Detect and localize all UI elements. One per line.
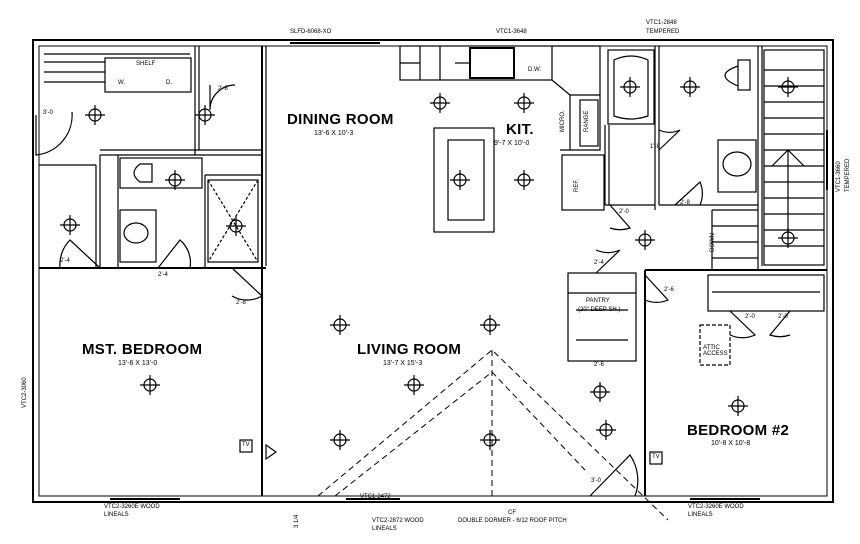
label-dishwasher: D.W. [528,67,541,73]
room-dim-kitchen: 9'-7 X 10'-0 [494,140,530,147]
label-pantry: PANTRY [586,298,610,304]
bath2-vanity [717,139,757,193]
pantry-box [567,272,637,362]
window-label: VTC1-2472 [360,494,391,500]
label-attic: ATTIC ACCESS [703,345,728,357]
window-label: VTC1-3648 [496,29,527,35]
dormer-outline [317,349,669,521]
window-label: VTC2-3260E WOOD [688,504,744,510]
ceiling-light-icon [514,170,534,190]
tv-outlet-label: TV [242,442,250,448]
room-dim-dining: 13'-6 X 10'-3 [314,130,354,137]
room-name-kitchen: KIT. [506,121,534,138]
side-note-label: 3 1/4 [294,514,300,528]
door-label: 3'-0 [591,478,601,484]
bed2-closet [707,274,825,312]
ceiling-light-icon [85,105,105,125]
room-dim-bedroom2: 10'-8 X 10'-8 [711,440,751,447]
window-label: VTC2-2872 WOOD [372,518,424,524]
door-label: 2'-0 [778,314,788,320]
ceiling-light-icon [480,315,500,335]
room-dim-master: 13'-6 X 13'-0 [118,360,158,367]
room-name-bedroom2: BEDROOM #2 [687,422,790,439]
window-label: TEMPERED [845,158,851,192]
front-door-label: CF [508,510,516,516]
window-label: LINEALS [372,526,397,532]
ceiling-light-icon [778,228,798,248]
door-label: 2'-0 [745,314,755,320]
bath2-tub [607,49,655,125]
ceiling-light-icon [140,375,160,395]
door-label: 2'-6 [594,362,604,368]
ceiling-light-icon [596,420,616,440]
dormer-label: DOUBLE DORMER - 6/12 ROOF PITCH [458,518,567,524]
ceiling-light-icon [430,93,450,113]
door-label: 2'-4 [594,260,604,266]
tv-outlet-icon [239,439,253,453]
door-label: 2'-8 [680,200,690,206]
ceiling-light-icon [165,170,185,190]
ceiling-light-icon [330,430,350,450]
window-label: VTC2-3060 [22,377,28,408]
ceiling-light-icon [635,230,655,250]
ceiling-light-icon [330,315,350,335]
bath2-toilet-tank [737,59,751,91]
stairs [711,49,825,270]
door-label: 2'-4 [60,258,70,264]
label-shelf: SHELF [136,61,156,67]
room-dim-living: 13'-7 X 15'-3 [383,360,423,367]
ceiling-light-icon [60,215,80,235]
label-pantry-note: (20" DEEP SH.) [578,307,621,313]
door-label: 2'-6 [664,287,674,293]
label-range: RANGE [584,110,590,132]
ceiling-light-icon [226,216,246,236]
label-down: DOWN [710,233,716,252]
ceiling-light-icon [195,105,215,125]
tv-outlet-icon [649,451,663,465]
master-tub [119,157,203,189]
window-label: LINEALS [104,512,129,518]
door-label: 3'-0 [43,110,53,116]
ceiling-light-icon [514,93,534,113]
label-washer: W. [118,80,125,86]
door-label: 1'-8 [650,144,660,150]
room-name-living: LIVING ROOM [357,341,462,358]
door-label: 2'-0 [619,209,629,215]
master-vanity [119,209,157,263]
window-label: VTC2-3260E WOOD [104,504,160,510]
window-label: VTC1-2848 [646,20,677,26]
ceiling-light-icon [778,77,798,97]
ceiling-light-icon [620,77,640,97]
label-fridge: REF. [574,178,580,192]
door-label: 2'-8 [218,86,228,92]
window-label: SLFD-6068-XO [290,29,332,35]
laundry-shelf [104,57,192,93]
label-dryer: D. [166,80,172,86]
door-swing-icon [35,84,791,497]
ceiling-light-icon [450,170,470,190]
ceiling-light-icon [590,382,610,402]
window-label: VTC1-3660 [836,161,842,192]
door-label: 2'-8 [236,300,246,306]
ceiling-light-icon [480,430,500,450]
window-label: LINEALS [688,512,713,518]
room-name-master: MST. BEDROOM [82,341,203,358]
ceiling-light-icon [404,375,424,395]
ceiling-light-icon [728,396,748,416]
room-name-dining: DINING ROOM [287,111,394,128]
ceiling-light-icon [680,77,700,97]
window-label: TEMPERED [646,29,680,35]
kitchen-island [433,127,495,233]
attic-access [699,324,731,366]
stair-arrow-icon [771,149,805,238]
kitchen-counter [399,45,605,211]
label-micro: MICRO. [560,110,566,132]
master-shower [207,179,259,263]
tv-outlet-label: TV [652,454,660,460]
outer-wall [32,39,834,503]
door-label: 2'-4 [158,272,168,278]
